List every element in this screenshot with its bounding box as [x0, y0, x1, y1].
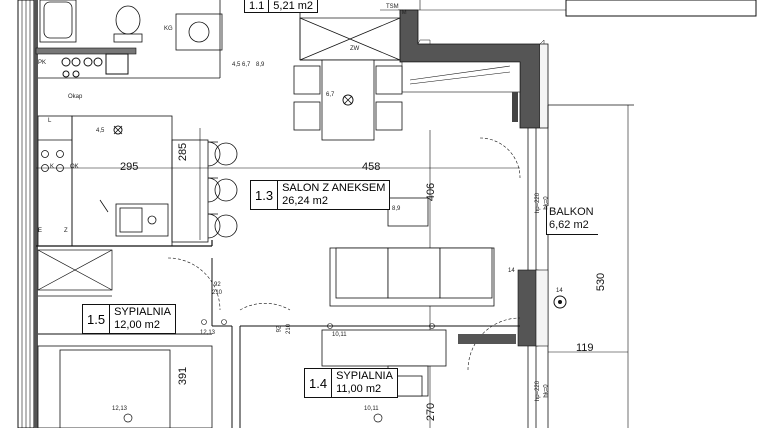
legend-box: [565, 0, 757, 17]
label-z: Z: [64, 228, 68, 234]
label-h14a: 14: [508, 268, 515, 274]
bathroom-fixtures: [39, 0, 223, 51]
label-h1011a: 10,11: [332, 332, 347, 338]
balcony-name: BALKON: [549, 206, 594, 218]
label-pk: PK: [38, 60, 47, 66]
coffee-table: [387, 197, 429, 227]
wardrobe-zw: [299, 17, 401, 61]
room-name: SYPIALNIA: [336, 370, 393, 382]
room-area: 12,00 m2: [114, 319, 160, 331]
label-tsm: TSM: [386, 4, 399, 10]
label-zw: ZW: [350, 46, 360, 52]
bed: [37, 345, 213, 428]
exterior-wall-left: [17, 0, 38, 428]
sofa: [329, 247, 495, 307]
label-k: K: [50, 164, 55, 170]
label-tm: TM: [398, 10, 407, 16]
label-h45: 4,5: [96, 128, 105, 134]
lights: [113, 94, 383, 423]
dim-270: 270: [425, 402, 438, 422]
dim-391: 391: [177, 366, 190, 386]
label-h67: 6,7: [326, 92, 335, 98]
label-okap: Okap: [68, 94, 83, 100]
label-l: L: [48, 118, 52, 124]
label-h67b: 6,7: [242, 62, 251, 68]
kitchen-units: [37, 115, 173, 247]
room-name: SYPIALNIA: [114, 306, 171, 318]
dimension-lines: [36, 105, 629, 428]
room-label-1-3: 1.3 SALON Z ANEKSEM 26,24 m2: [250, 180, 391, 210]
label-door2b: 210: [286, 323, 293, 335]
dim-406: 406: [425, 182, 438, 202]
room-area: 11,00 m2: [336, 383, 382, 395]
room-label-1-4: 1.4 SYPIALNIA 11,00 m2: [304, 368, 398, 398]
balcony-label: BALKON 6,62 m2: [546, 206, 598, 235]
wardrobe-left: [37, 249, 113, 297]
room-label-1-5: 1.5 SYPIALNIA 12,00 m2: [82, 304, 176, 334]
room-area: 26,24 m2: [282, 195, 328, 207]
label-h14b: 14: [556, 288, 563, 294]
label-door2: 92: [276, 325, 283, 333]
label-h89: 8,9: [392, 206, 401, 212]
label-h89b: 8,9: [256, 62, 265, 68]
label-hp1: hp=220: [535, 192, 542, 214]
dim-530: 530: [595, 272, 608, 292]
label-e: E: [38, 228, 43, 234]
desk: [321, 329, 447, 397]
label-hp1b: hk=0: [543, 196, 550, 210]
label-h1213b: 12,13: [112, 406, 128, 412]
balcony-area: 6,62 m2: [549, 219, 589, 231]
label-door1b: 210: [212, 290, 223, 296]
dim-458: 458: [362, 161, 381, 173]
dining-table: [293, 59, 403, 141]
label-ok: OK: [70, 164, 79, 170]
dim-285: 285: [177, 142, 190, 162]
kitchen-island: [171, 139, 238, 243]
label-hp2b: hk=0: [543, 384, 550, 398]
dim-295: 295: [120, 161, 139, 173]
label-h1213a: 12,13: [200, 330, 216, 336]
room-name: SALON Z ANEKSEM: [282, 182, 386, 194]
label-kg: KG: [164, 26, 173, 32]
balcony-edge: [527, 43, 634, 428]
room-label-1-1: 1.1 5,21 m2: [244, 0, 319, 13]
label-door1: 92: [214, 282, 221, 288]
door-swings: [167, 137, 521, 371]
interior-walls: [38, 258, 520, 428]
label-h45b: 4,5: [232, 62, 241, 68]
label-h1011b: 10,11: [364, 406, 379, 412]
pipes: [35, 47, 137, 78]
dim-119: 119: [576, 342, 594, 354]
label-hp2: hp=220: [535, 380, 542, 402]
